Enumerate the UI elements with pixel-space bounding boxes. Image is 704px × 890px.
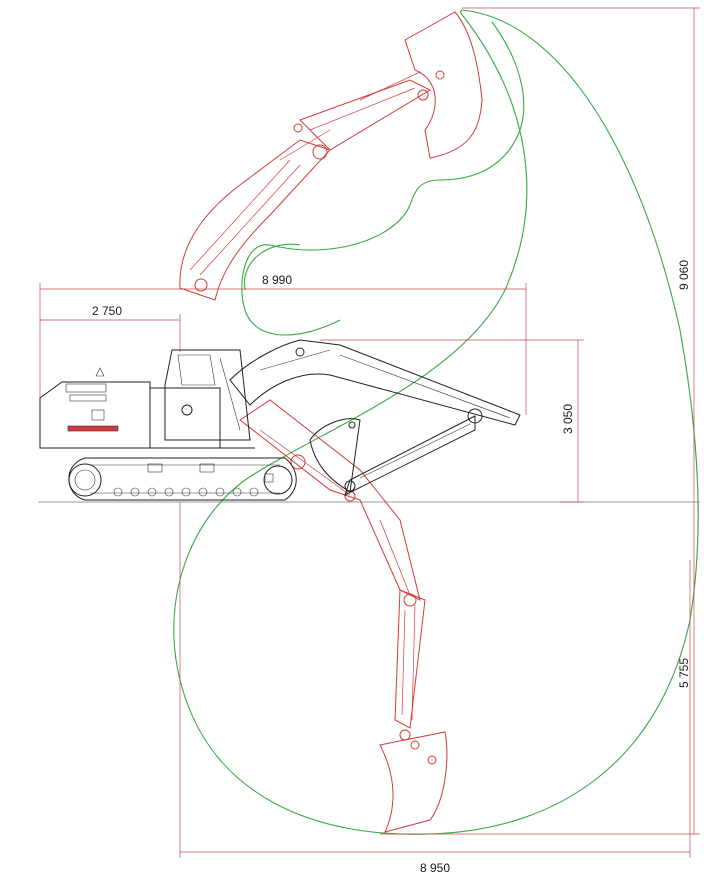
- working-range-envelope: [173, 9, 699, 835]
- arm-digging-position: [239, 399, 448, 833]
- excavator-body: [39, 349, 297, 501]
- dim-max-depth-label: 5 755: [677, 658, 691, 688]
- dim-tail-swing-label: 2 750: [92, 304, 122, 318]
- dim-transport-height-label: 3 050: [561, 404, 575, 434]
- engine-housing: [149, 387, 221, 449]
- track-undercarriage: [68, 457, 297, 501]
- dimension-lines: [39, 7, 700, 858]
- dim-max-reach-label: 8 950: [420, 861, 450, 875]
- arm-raised-position: [179, 11, 483, 301]
- operator-cab: [164, 349, 251, 441]
- dim-reach-top-label: 8 990: [262, 273, 292, 287]
- dim-max-height-label: 9 060: [677, 260, 691, 290]
- arm-transport-position: [229, 339, 521, 496]
